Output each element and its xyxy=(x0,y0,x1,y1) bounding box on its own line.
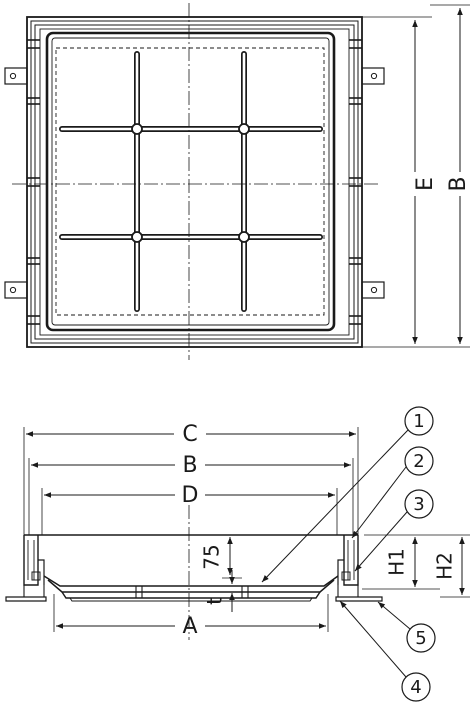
dim-label-B-section: B xyxy=(182,453,197,478)
dim-label-E: E xyxy=(413,177,438,191)
reinforcement-ribs xyxy=(59,51,323,312)
mounting-tab-bottom-right xyxy=(361,281,385,299)
cover-plate-inner-edge xyxy=(51,37,330,326)
plan-view: E B xyxy=(4,3,471,360)
callout-1: 1 xyxy=(261,406,434,583)
dim-label-H2: H2 xyxy=(433,552,457,580)
dimension-75: 75 xyxy=(200,537,242,579)
dimension-A: A xyxy=(53,594,329,639)
dim-label-t: t xyxy=(203,597,227,605)
section-body xyxy=(5,505,383,640)
callout-label-2: 2 xyxy=(413,451,424,472)
callout-3: 3 xyxy=(354,489,434,572)
dim-label-C: C xyxy=(182,422,197,447)
dim-label-B-plan: B xyxy=(446,176,471,191)
dimension-H1: H1 xyxy=(362,534,440,590)
callout-label-5: 5 xyxy=(415,628,426,649)
opening-hidden-line xyxy=(55,47,325,316)
dim-label-D: D xyxy=(182,483,199,508)
cover-plate xyxy=(45,31,336,332)
section-view: C B D xyxy=(5,406,470,702)
dim-label-A: A xyxy=(182,614,197,639)
dimension-C: C xyxy=(23,422,359,535)
dimension-B-plan: B xyxy=(430,4,471,344)
callout-4: 4 xyxy=(339,600,431,702)
mounting-tab-top-right xyxy=(361,67,385,85)
callout-2: 2 xyxy=(351,446,434,539)
mounting-tab-top-left xyxy=(4,67,28,85)
frame-outer xyxy=(26,16,363,348)
callout-label-1: 1 xyxy=(413,411,424,432)
dimension-D: D xyxy=(41,483,338,535)
callout-5: 5 xyxy=(377,601,436,653)
frame-notches xyxy=(27,39,362,325)
callout-label-3: 3 xyxy=(413,494,424,515)
dimension-E: E xyxy=(362,16,470,348)
dimension-H2: H2 xyxy=(433,534,470,598)
dim-label-75: 75 xyxy=(200,544,224,569)
dimension-t: t xyxy=(203,570,235,612)
plan-center-lines xyxy=(12,3,378,360)
dimension-B-section: B xyxy=(28,453,354,535)
callout-label-4: 4 xyxy=(410,677,421,698)
dim-label-H1: H1 xyxy=(385,548,409,576)
mounting-tab-bottom-left xyxy=(4,281,28,299)
